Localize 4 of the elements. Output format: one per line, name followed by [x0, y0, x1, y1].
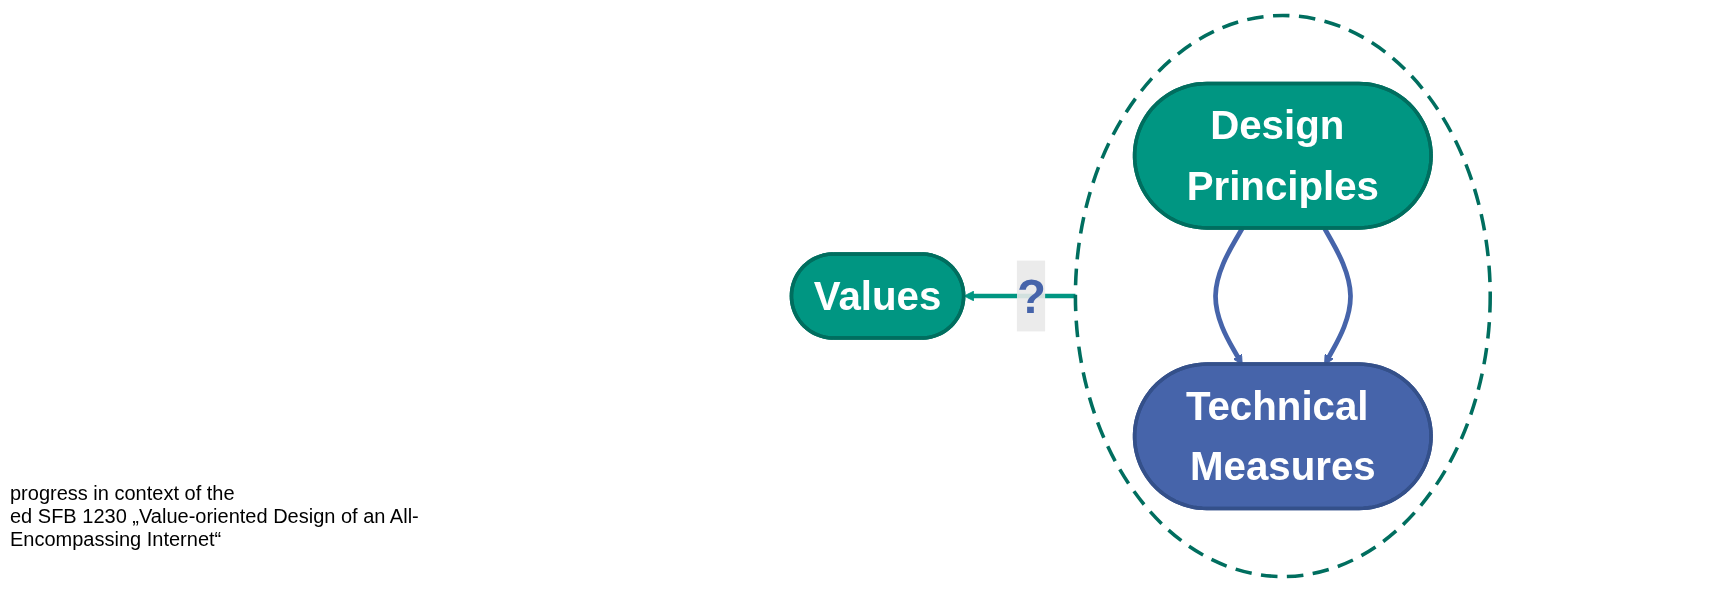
cluster — [1073, 13, 1492, 578]
footnote-text: ed SFB 1230 „Value-oriented Design of an All-Encompassing Internet“ — [10, 505, 420, 551]
footnote-text: progress in context of the — [10, 482, 236, 505]
edge-label: ? — [1016, 269, 1046, 322]
